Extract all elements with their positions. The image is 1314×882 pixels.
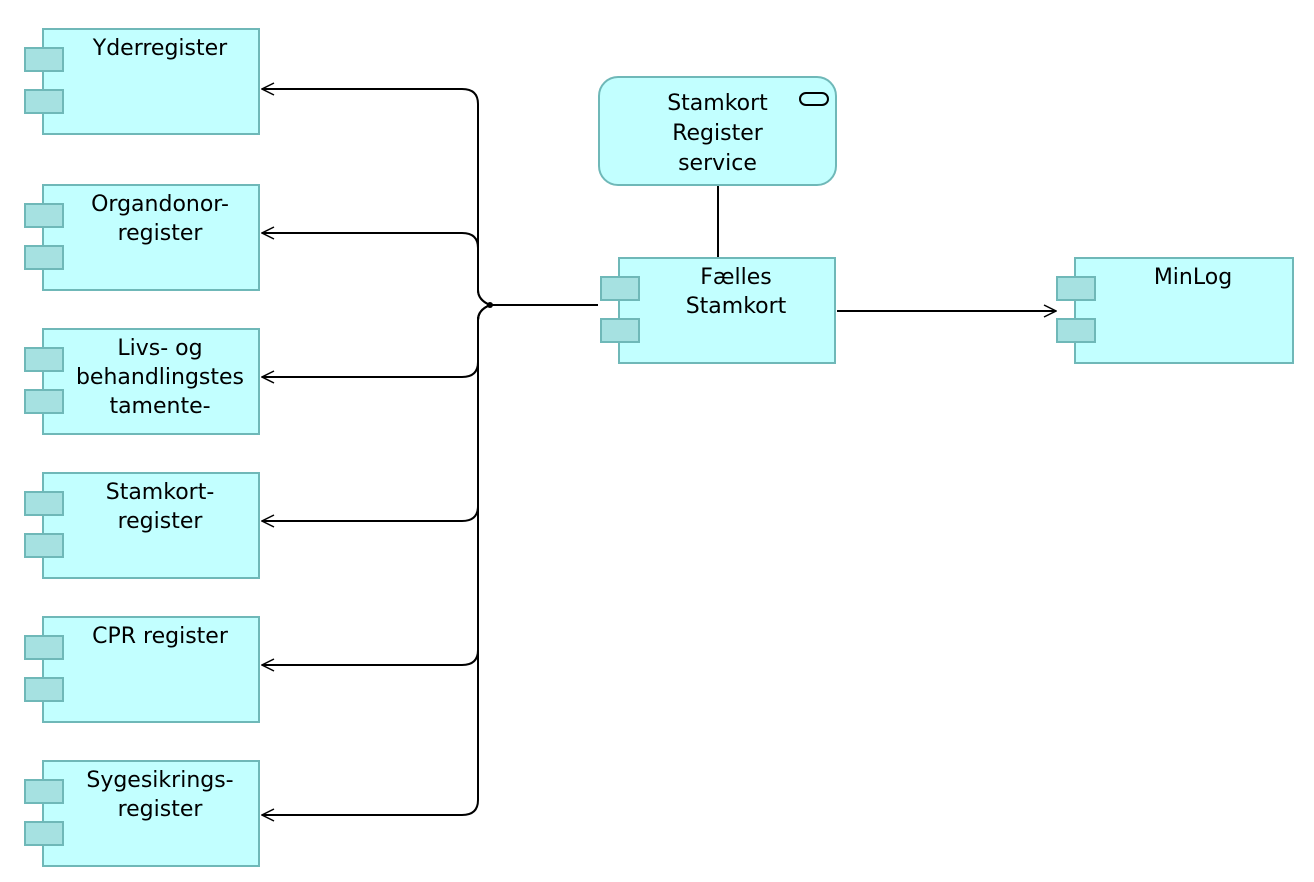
component-sygesikringsregister[interactable]: Sygesikrings- register [24,760,260,867]
component-label: Livs- og behandlingstes tamente- [75,336,245,419]
component-minlog[interactable]: MinLog [1056,257,1294,364]
component-cpr-register[interactable]: CPR register [24,616,260,723]
component-tab-icon [600,318,640,343]
branch-to-livstestamente [262,304,491,377]
branch-to-organdonor [262,233,491,306]
component-tab-icon [600,276,640,301]
component-tab-icon [24,821,64,846]
service-stamkort-register[interactable]: Stamkort Register service [598,76,837,186]
component-organdonorregister[interactable]: Organdonor- register [24,184,260,291]
component-label: CPR register [92,624,228,649]
branch-to-cpr [262,304,491,665]
component-label: Yderregister [92,36,228,61]
branch-to-stamkortregister [262,304,491,521]
component-livstestamente[interactable]: Livs- og behandlingstes tamente- [24,328,260,435]
component-tab-icon [24,533,64,558]
component-faelles-stamkort[interactable]: Fælles Stamkort [600,257,836,364]
component-tab-icon [24,491,64,516]
component-tab-icon [24,779,64,804]
component-tab-icon [24,89,64,114]
branch-to-yderregister [262,89,491,306]
component-tab-icon [24,635,64,660]
component-label: Sygesikrings- register [86,768,234,822]
component-tab-icon [24,47,64,72]
component-label: Organdonor- register [91,192,229,246]
component-tab-icon [24,347,64,372]
component-tab-icon [24,203,64,228]
component-label: Fælles Stamkort [685,265,787,319]
component-stamkortregister[interactable]: Stamkort- register [24,472,260,579]
component-tab-icon [24,245,64,270]
component-tab-icon [24,389,64,414]
component-yderregister[interactable]: Yderregister [24,28,260,135]
component-tab-icon [24,677,64,702]
component-label: Stamkort- register [105,480,215,534]
service-label: Stamkort Register service [667,91,768,176]
component-label: MinLog [1153,265,1233,290]
component-tab-icon [1056,276,1096,301]
service-icon [799,92,829,106]
component-tab-icon [1056,318,1096,343]
branch-to-sygesikring [262,304,491,815]
